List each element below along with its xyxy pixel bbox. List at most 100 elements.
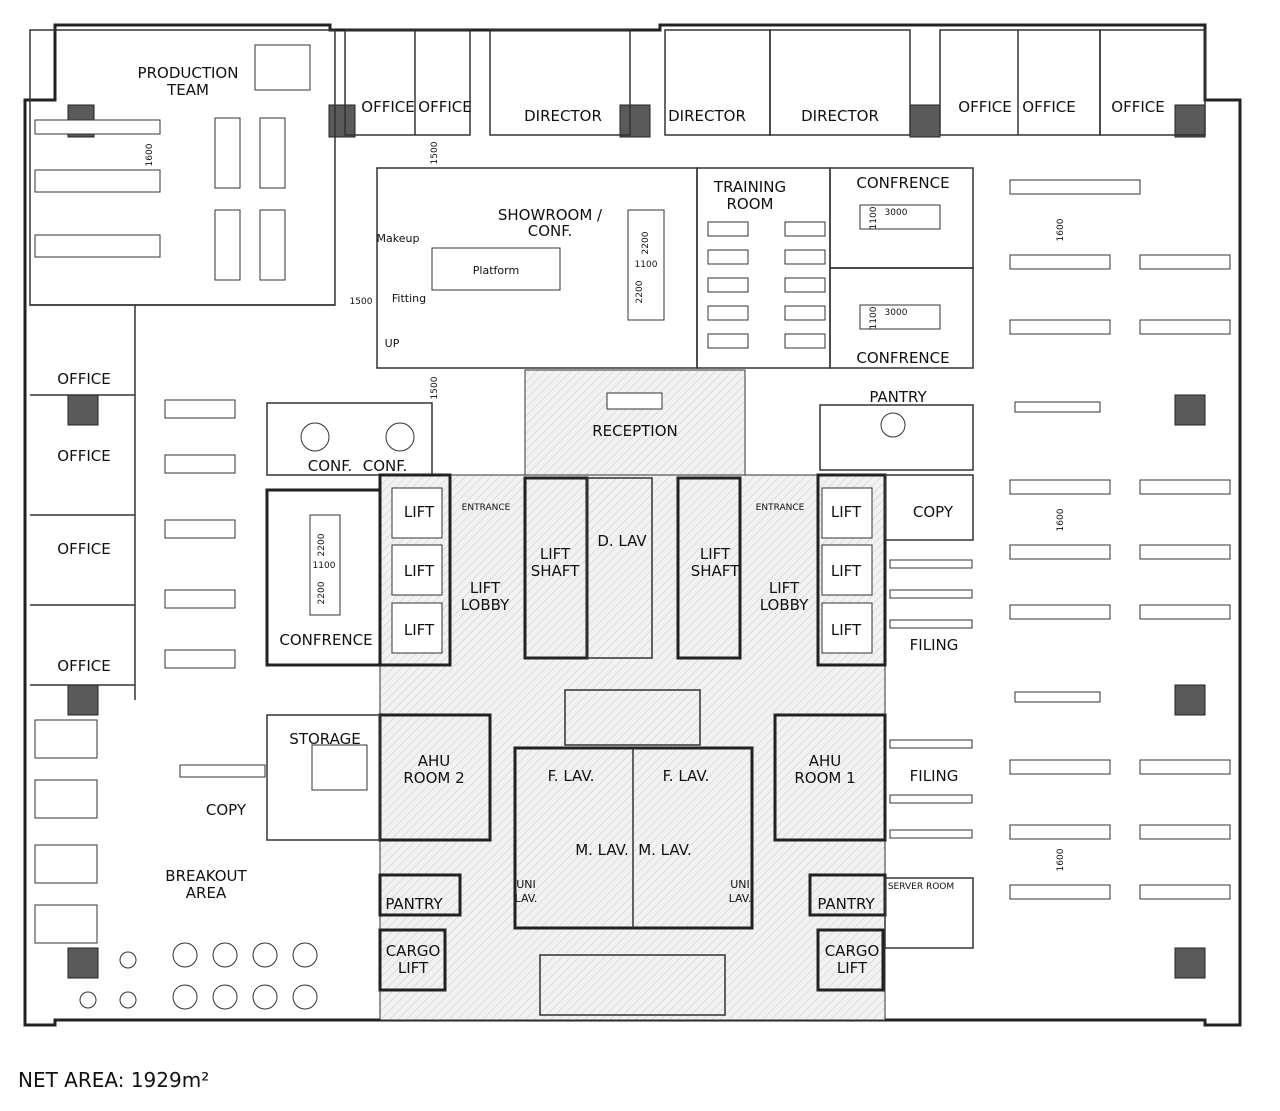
label-lift-r1: LIFT xyxy=(831,503,862,521)
breakout-seating xyxy=(34,719,318,1010)
dim-1100-a: 1100 xyxy=(635,260,658,270)
lifts-left xyxy=(378,473,452,667)
dim-1100-b: 1100 xyxy=(869,206,879,229)
label-conf-1: CONF. xyxy=(308,457,353,475)
reception-desk xyxy=(606,392,663,410)
label-office-left-1: OFFICE xyxy=(57,370,110,388)
label-office-top-1: OFFICE xyxy=(361,98,414,116)
label-showroom: SHOWROOM /CONF. xyxy=(498,206,603,240)
dim-1600-b: 1600 xyxy=(1056,218,1066,241)
label-director-3: DIRECTOR xyxy=(801,107,879,125)
conf-table-2 xyxy=(385,422,415,452)
confrence-table-a xyxy=(859,204,941,230)
confrence-table-left xyxy=(309,514,341,616)
label-filing-1: FILING xyxy=(910,636,959,654)
dim-2200-a: 2200 xyxy=(641,231,651,254)
label-entrance-right: ENTRANCE xyxy=(756,503,805,513)
label-confrence-top-a: CONFRENCE xyxy=(856,174,949,192)
storage-room xyxy=(266,714,381,841)
server-room xyxy=(884,877,974,949)
confrence-table-b xyxy=(859,304,941,330)
showroom-table xyxy=(627,209,665,321)
dim-3000-b: 3000 xyxy=(885,308,908,318)
columns xyxy=(67,104,1206,979)
conf-rooms-small xyxy=(266,402,433,476)
label-lift-r2: LIFT xyxy=(831,562,862,580)
training-desks xyxy=(707,221,826,349)
ahu-room-1 xyxy=(773,713,887,842)
conf-table-1 xyxy=(300,422,330,452)
left-offices xyxy=(30,304,335,700)
label-conf-2: CONF. xyxy=(363,457,408,475)
dim-2200-b: 2200 xyxy=(635,280,645,303)
stairs-upper xyxy=(564,689,701,746)
pantry-upper-room xyxy=(819,404,974,471)
dim-1100-d: 1100 xyxy=(313,561,336,571)
dim-1100-c: 1100 xyxy=(869,306,879,329)
pantry-left-room xyxy=(378,873,462,917)
copy-left-counter xyxy=(179,764,266,778)
dim-1500-c: 1500 xyxy=(430,376,440,399)
label-copy-right: COPY xyxy=(913,503,954,521)
label-lift-l1: LIFT xyxy=(404,503,435,521)
label-office-left-3: OFFICE xyxy=(57,540,110,558)
label-office-top-5: OFFICE xyxy=(1111,98,1164,116)
lifts-right xyxy=(816,473,887,667)
label-makeup: Makeup xyxy=(377,232,420,245)
label-copy-left: COPY xyxy=(206,801,247,819)
storage-shelf xyxy=(311,744,368,791)
filing-shelves xyxy=(889,559,973,839)
label-lift-l3: LIFT xyxy=(404,621,435,639)
label-m-lav-2: M. LAV. xyxy=(638,841,692,859)
label-director-1: DIRECTOR xyxy=(524,107,602,125)
label-office-left-2: OFFICE xyxy=(57,447,110,465)
label-up: UP xyxy=(385,337,400,350)
top-offices xyxy=(344,29,1206,136)
dim-1500-b: 1500 xyxy=(350,297,373,307)
pantry-round-table xyxy=(880,412,906,438)
label-platform: Platform xyxy=(473,264,519,277)
dim-2200-d: 2200 xyxy=(317,581,327,604)
cargo-lift-left xyxy=(378,928,447,992)
copy-right-room xyxy=(884,474,974,541)
confrence-room-b xyxy=(829,267,974,369)
label-filing-2: FILING xyxy=(910,767,959,785)
production-desks xyxy=(34,44,311,281)
dim-1600-c: 1600 xyxy=(1056,508,1066,531)
label-office-left-4: OFFICE xyxy=(57,657,110,675)
label-office-top-3: OFFICE xyxy=(958,98,1011,116)
label-lift-l2: LIFT xyxy=(404,562,435,580)
d-lav-room xyxy=(586,477,653,659)
dim-1500-a: 1500 xyxy=(430,141,440,164)
dim-1600-d: 1600 xyxy=(1056,848,1066,871)
dim-1600-a: 1600 xyxy=(145,143,155,166)
cargo-lift-right xyxy=(816,928,885,992)
label-office-top-4: OFFICE xyxy=(1022,98,1075,116)
label-pantry-upper: PANTRY xyxy=(869,388,927,406)
label-m-lav-1: M. LAV. xyxy=(575,841,629,859)
stairs-lower xyxy=(539,954,726,1016)
net-area-label: NET AREA: 1929m² xyxy=(18,1068,210,1092)
label-confrence-left: CONFRENCE xyxy=(279,631,372,649)
platform xyxy=(431,247,561,291)
label-d-lav: D. LAV xyxy=(597,532,647,550)
label-entrance-left: ENTRANCE xyxy=(462,503,511,513)
label-f-lav-1: F. LAV. xyxy=(548,767,595,785)
label-lift-r3: LIFT xyxy=(831,621,862,639)
label-fitting: Fitting xyxy=(392,292,426,305)
label-pantry-left: PANTRY xyxy=(385,895,443,913)
label-pantry-right: PANTRY xyxy=(817,895,875,913)
dim-2200-c: 2200 xyxy=(317,533,327,556)
